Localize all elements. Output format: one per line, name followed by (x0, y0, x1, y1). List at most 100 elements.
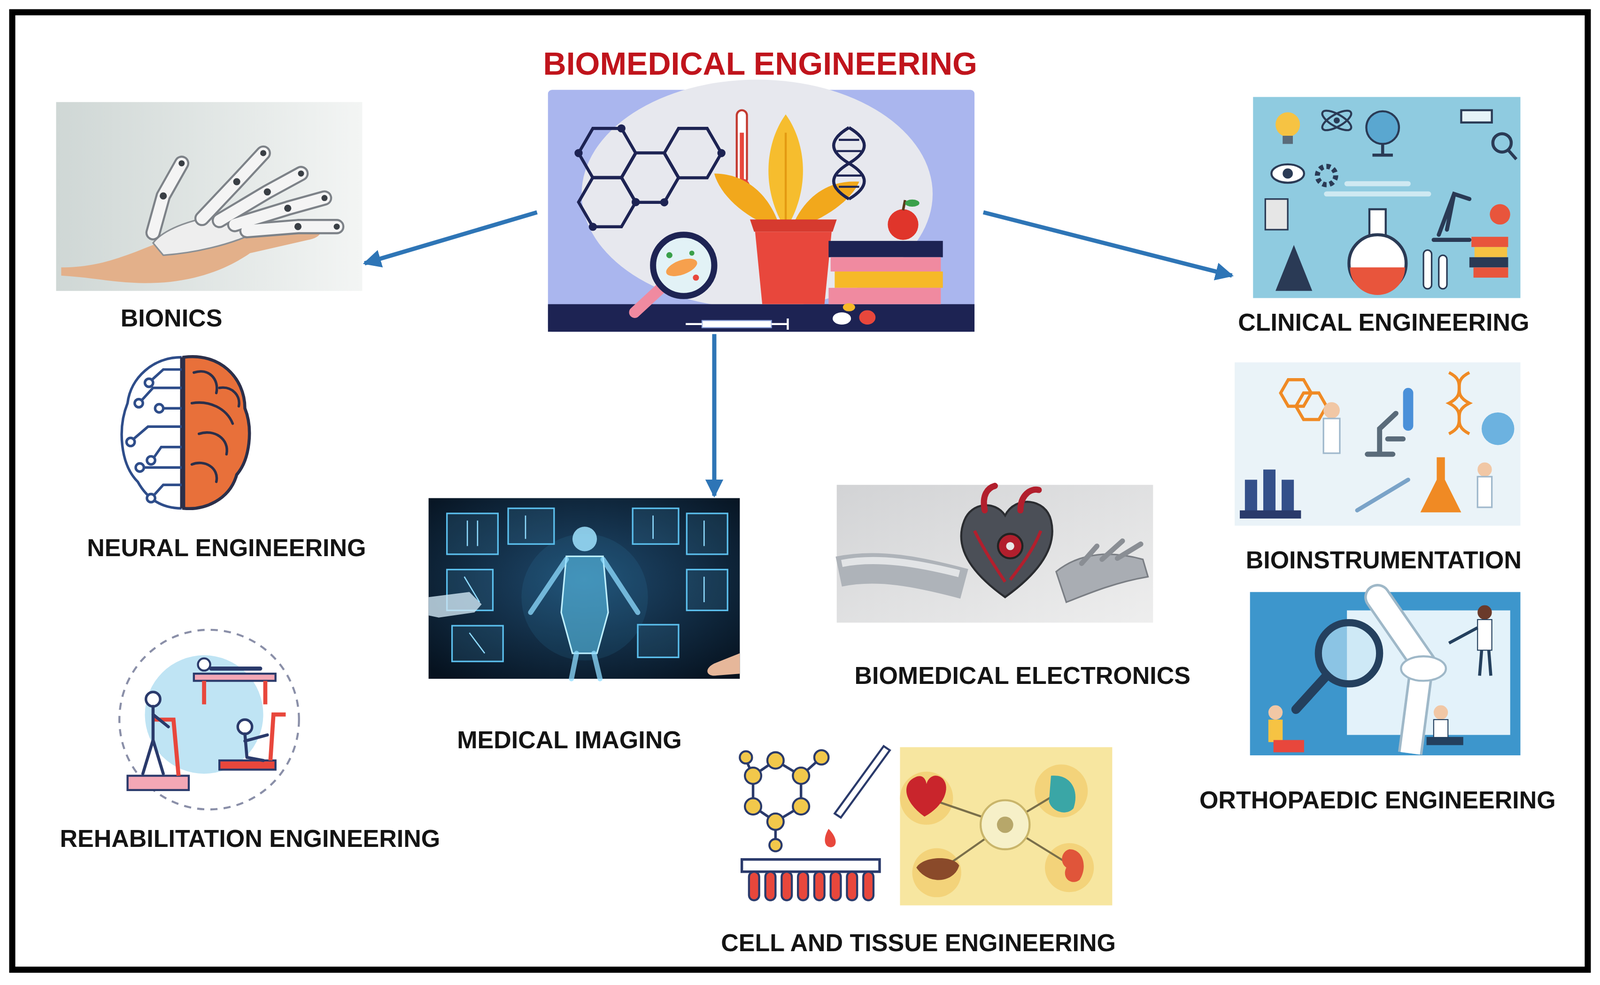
rehabilitation-icon (193, 673, 276, 681)
central-illustration (689, 250, 695, 256)
rehabilitation-icon (127, 775, 189, 790)
cell-tissue-picture (792, 797, 810, 815)
cell-tissue-picture (742, 859, 880, 872)
robotic-heart-picture (961, 501, 1053, 597)
central-illustration (903, 200, 905, 211)
cell-tissue-picture (814, 749, 829, 765)
central-illustration (548, 79, 975, 332)
central-illustration (833, 127, 865, 200)
clinical-engineering-picture (1469, 257, 1509, 268)
bioinstrumentation-picture (1281, 479, 1294, 516)
clinical-engineering-picture (1319, 107, 1354, 134)
clinical-engineering-picture (1271, 164, 1305, 183)
medical-imaging-picture (561, 556, 609, 653)
orthopaedic-picture (1400, 656, 1446, 681)
cell-tissue-picture (744, 797, 762, 815)
robotic-heart-picture (983, 485, 1039, 511)
clinical-engineering-picture (1265, 199, 1288, 230)
clinical-engineering-picture (1507, 149, 1516, 160)
cell-tissue-picture (739, 746, 1113, 906)
field-node: MEDICAL IMAGING (428, 497, 741, 758)
brain-icon (133, 369, 182, 495)
cell-tissue-picture (739, 749, 829, 851)
cell-tissue-picture (997, 816, 1014, 833)
rehabilitation-icon (119, 629, 299, 810)
robotic-heart-picture (997, 533, 1023, 559)
brain-icon (154, 447, 182, 458)
central-illustration (828, 240, 943, 258)
medical-imaging-picture (428, 497, 741, 679)
central-illustration (578, 128, 722, 227)
central-illustration (664, 128, 722, 178)
clinical-engineering-picture (1433, 193, 1470, 240)
rehabilitation-icon (119, 629, 299, 810)
bionic-hand-picture (153, 163, 182, 233)
hub-title: BIOMEDICAL ENGINEERING (543, 45, 978, 82)
clinical-engineering-picture (1319, 107, 1354, 134)
central-illustration (574, 148, 583, 157)
robotic-heart-picture (974, 530, 1041, 582)
field-label: BIONICS (120, 304, 223, 333)
field-label: BIOINSTRUMENTATION (1245, 546, 1522, 575)
orthopaedic-picture (1250, 591, 1521, 756)
brain-icon (133, 426, 182, 439)
cell-tissue-picture (797, 871, 809, 901)
bionic-hand-picture (333, 223, 341, 230)
field-label: CELL AND TISSUE ENGINEERING (720, 928, 1116, 958)
brain-icon (219, 387, 240, 407)
cell-tissue-picture (749, 871, 760, 901)
central-illustration (578, 177, 636, 227)
bioinstrumentation-picture (1477, 462, 1492, 477)
orthopaedic-picture (1250, 591, 1521, 756)
clinical-engineering-picture (1319, 107, 1354, 134)
bioinstrumentation-picture (1448, 372, 1469, 434)
clinical-engineering-picture (1423, 249, 1432, 289)
cell-tissue-picture (824, 828, 836, 848)
brain-icon (145, 378, 154, 387)
medical-imaging-picture (464, 515, 705, 653)
central-illustration (904, 199, 920, 207)
orthopaedic-picture (1295, 675, 1327, 710)
central-illustration (768, 114, 804, 230)
central-illustration (574, 124, 726, 232)
bioinstrumentation-picture (1263, 469, 1276, 516)
bioinstrumentation-picture (1323, 418, 1340, 454)
field-node: REHABILITATION ENGINEERING (55, 624, 444, 857)
field-node: BIOINSTRUMENTATION (1234, 362, 1526, 578)
brain-icon (126, 378, 163, 503)
robotic-heart-picture (842, 560, 960, 574)
cell-tissue-picture (899, 764, 1094, 897)
bioinstrumentation-picture (1295, 393, 1327, 420)
orthopaedic-picture (1433, 705, 1448, 720)
brain-icon (191, 462, 217, 482)
bioinstrumentation-picture (1234, 362, 1521, 526)
brain-icon (152, 369, 182, 380)
brain-icon (121, 356, 250, 509)
central-illustration (692, 274, 699, 281)
bioinstrumentation-picture (1477, 476, 1492, 508)
clinical-engineering-picture (1471, 236, 1508, 248)
bionic-hand-picture (153, 163, 182, 233)
rehabilitation-icon (211, 666, 261, 671)
orthopaedic-picture (1268, 705, 1283, 720)
bionic-hand-picture (297, 170, 304, 177)
cell-tissue-picture (916, 857, 959, 881)
cell-tissue-picture (765, 871, 776, 901)
rehabilitation-icon (146, 691, 161, 706)
brain-icon (121, 357, 182, 509)
orthopaedic-picture (1477, 619, 1492, 650)
clinical-engineering-picture (1474, 247, 1508, 258)
cell-tissue-picture (781, 871, 792, 901)
central-illustration (832, 312, 851, 325)
field-label: REHABILITATION ENGINEERING (59, 824, 441, 853)
outer-frame (12, 12, 1588, 970)
clinical-engineering-picture (1282, 168, 1293, 179)
bionic-hand-picture (260, 149, 267, 156)
clinical-engineering-picture (1489, 204, 1510, 225)
connector-arrow (364, 212, 537, 264)
clinical-engineering-picture (1366, 111, 1400, 145)
medical-imaging-picture (637, 624, 679, 658)
cell-tissue-picture (846, 871, 858, 901)
bionic-hand-picture (247, 226, 337, 231)
